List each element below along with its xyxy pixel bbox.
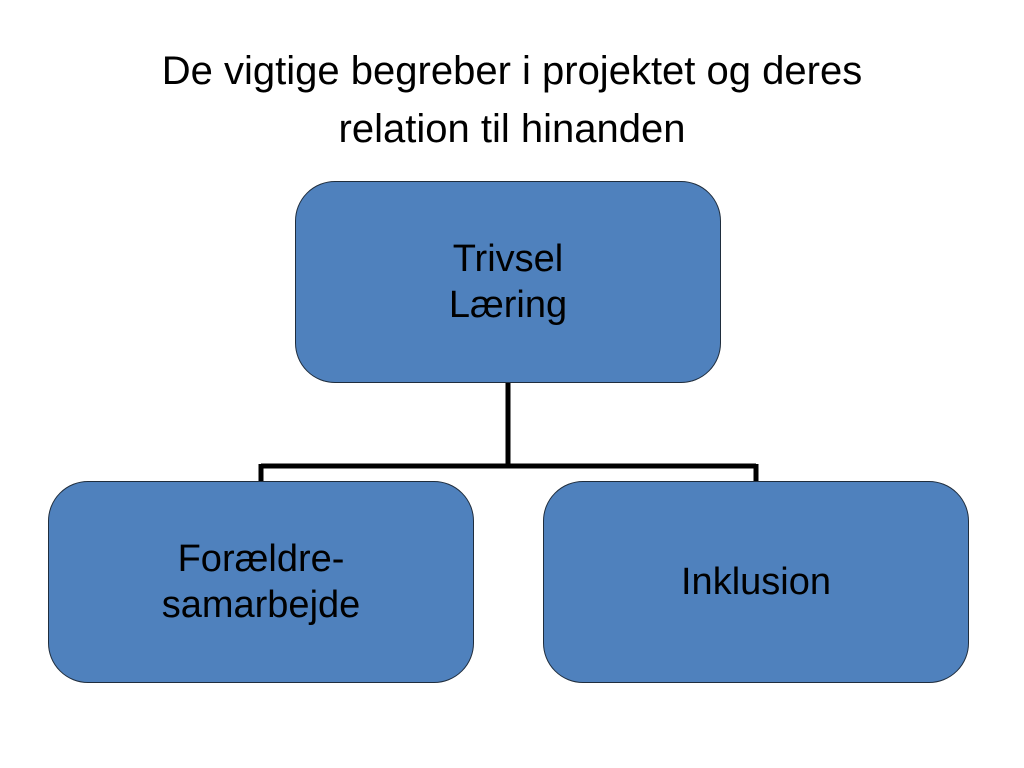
node-inklusion: Inklusion	[543, 481, 969, 683]
node-right-label: Inklusion	[681, 561, 831, 603]
node-trivsel-laering: Trivsel Læring	[295, 181, 721, 383]
node-top-line-1: Trivsel	[452, 238, 564, 280]
node-top-line-2: Læring	[448, 284, 568, 326]
node-foraeldresamarbejde: Forældre- samarbejde	[48, 481, 474, 683]
node-left-line-2: samarbejde	[161, 584, 361, 626]
slide-title-line-1: De vigtige begreber i projektet og deres	[161, 49, 863, 93]
slide-title-line-2: relation til hinanden	[338, 107, 686, 151]
slide-title: De vigtige begreber i projektet og deres…	[62, 42, 962, 158]
node-left-line-1: Forældre-	[177, 538, 345, 580]
